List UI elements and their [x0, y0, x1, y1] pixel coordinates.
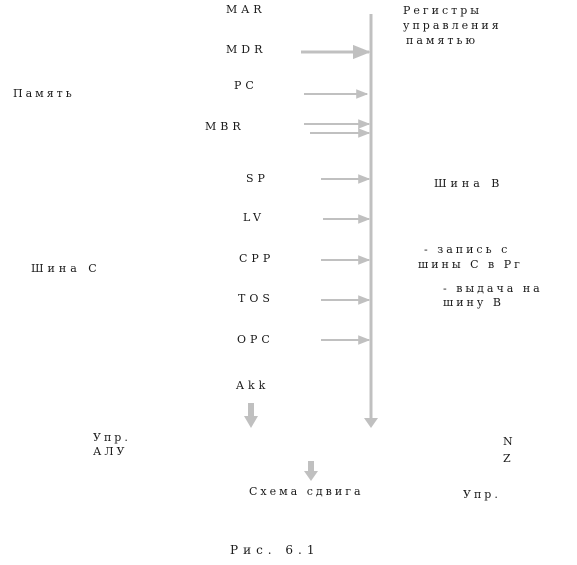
shifter-arrow-shaft [308, 461, 314, 472]
control-registers-label-line2: управления [403, 19, 502, 32]
control-label: Упр. [463, 488, 501, 501]
figure-caption: Рис. 6.1 [230, 543, 320, 557]
bus-c-label: Шина С [31, 262, 101, 275]
register-lv: LV [243, 211, 265, 224]
control-registers-label-line3: памятью [406, 34, 479, 47]
register-cpp: CPP [239, 252, 275, 265]
control-registers-label-line1: Регистры [403, 4, 483, 17]
register-mar: MAR [226, 3, 266, 16]
register-pc: PC [234, 79, 258, 92]
write-from-c-note-line2: шины С в Рг [418, 258, 523, 271]
register-sp: SP [246, 172, 269, 185]
bus-b-label: Шина В [434, 177, 504, 190]
register-mdr: MDR [226, 43, 267, 56]
register-tos: TOS [238, 292, 274, 305]
alu-control-label-line1: Упр. [93, 431, 131, 444]
akk-arrow-shaft [248, 403, 254, 417]
alu-control-label-line2: АЛУ [93, 445, 128, 458]
shifter-arrowhead [304, 471, 318, 481]
output-to-b-note-line1: - выдача на [443, 282, 543, 295]
memory-label: Память [13, 87, 75, 100]
flag-n-label: N [503, 435, 516, 448]
flag-z-label: Z [503, 452, 514, 465]
shifter-label: Схема сдвига [249, 485, 364, 498]
register-mbr: MBR [205, 120, 245, 133]
write-from-c-note-line1: - запись с [424, 243, 511, 256]
bus-b-arrowhead [364, 418, 378, 428]
akk-arrowhead [244, 416, 258, 428]
register-akk: Akk [236, 379, 270, 392]
output-to-b-note-line2: шину В [443, 296, 504, 309]
register-opc: OPC [237, 333, 274, 346]
